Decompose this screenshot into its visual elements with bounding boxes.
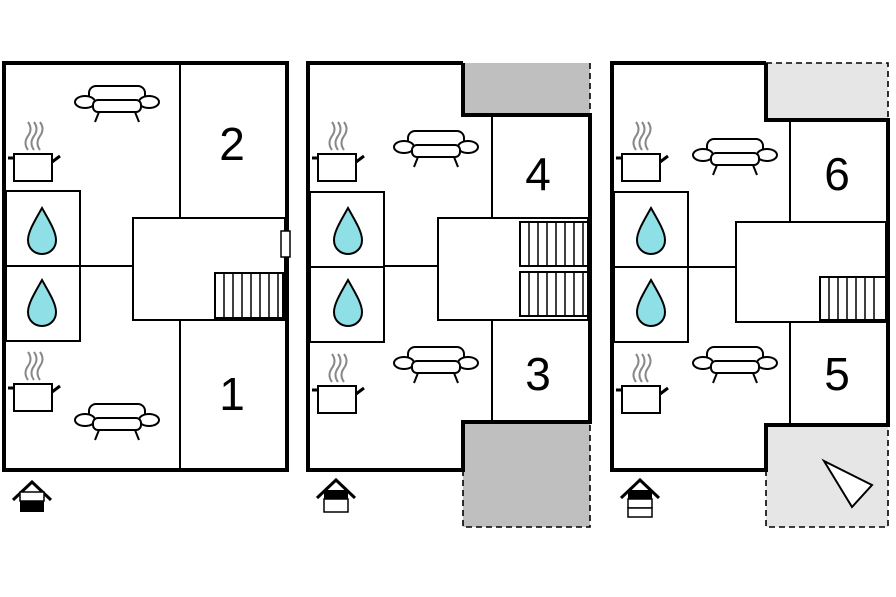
water-drop-icon bbox=[333, 279, 363, 327]
room-label: 1 bbox=[219, 368, 245, 420]
room-label: 2 bbox=[219, 118, 245, 170]
balcony-area bbox=[766, 63, 888, 120]
door-icon bbox=[280, 230, 291, 258]
water-drop-icon bbox=[636, 207, 666, 255]
kitchen-pot-icon bbox=[310, 352, 366, 415]
balcony-area bbox=[766, 425, 888, 527]
compass-arrow-icon bbox=[821, 458, 874, 509]
balcony-area bbox=[463, 422, 590, 527]
hallway bbox=[735, 221, 887, 323]
stairs-icon bbox=[214, 272, 284, 319]
kitchen-pot-icon bbox=[614, 120, 670, 183]
house-floor-1-icon bbox=[11, 479, 53, 512]
house-floor-3-icon bbox=[619, 477, 661, 518]
water-drop-icon bbox=[27, 207, 57, 255]
outer-wall bbox=[2, 61, 289, 472]
kitchen-pot-icon bbox=[6, 120, 62, 183]
sofa-icon bbox=[692, 346, 778, 384]
room-label: 3 bbox=[525, 348, 551, 400]
room-label: 5 bbox=[824, 348, 850, 400]
hallway bbox=[437, 217, 589, 321]
sofa-icon bbox=[692, 138, 778, 176]
stairs-icon bbox=[519, 221, 589, 317]
room-label: 6 bbox=[824, 148, 850, 200]
stairs-icon bbox=[819, 276, 887, 321]
sofa-icon bbox=[74, 85, 160, 123]
kitchen-pot-icon bbox=[310, 120, 366, 183]
sofa-icon bbox=[74, 403, 160, 441]
house-floor-2-icon bbox=[315, 477, 357, 513]
kitchen-pot-icon bbox=[614, 352, 670, 415]
sofa-icon bbox=[393, 130, 479, 168]
sofa-icon bbox=[393, 346, 479, 384]
floor-plan-second: 6 5 bbox=[610, 61, 890, 528]
water-drop-icon bbox=[27, 279, 57, 327]
water-drop-icon bbox=[636, 279, 666, 327]
floor-plan-first: 4 3 bbox=[306, 61, 592, 528]
room-label: 4 bbox=[525, 148, 551, 200]
kitchen-pot-icon bbox=[6, 350, 62, 413]
balcony-area bbox=[463, 63, 590, 115]
hallway bbox=[132, 217, 286, 321]
floor-plan-ground: 2 1 bbox=[2, 61, 291, 512]
water-drop-icon bbox=[333, 207, 363, 255]
